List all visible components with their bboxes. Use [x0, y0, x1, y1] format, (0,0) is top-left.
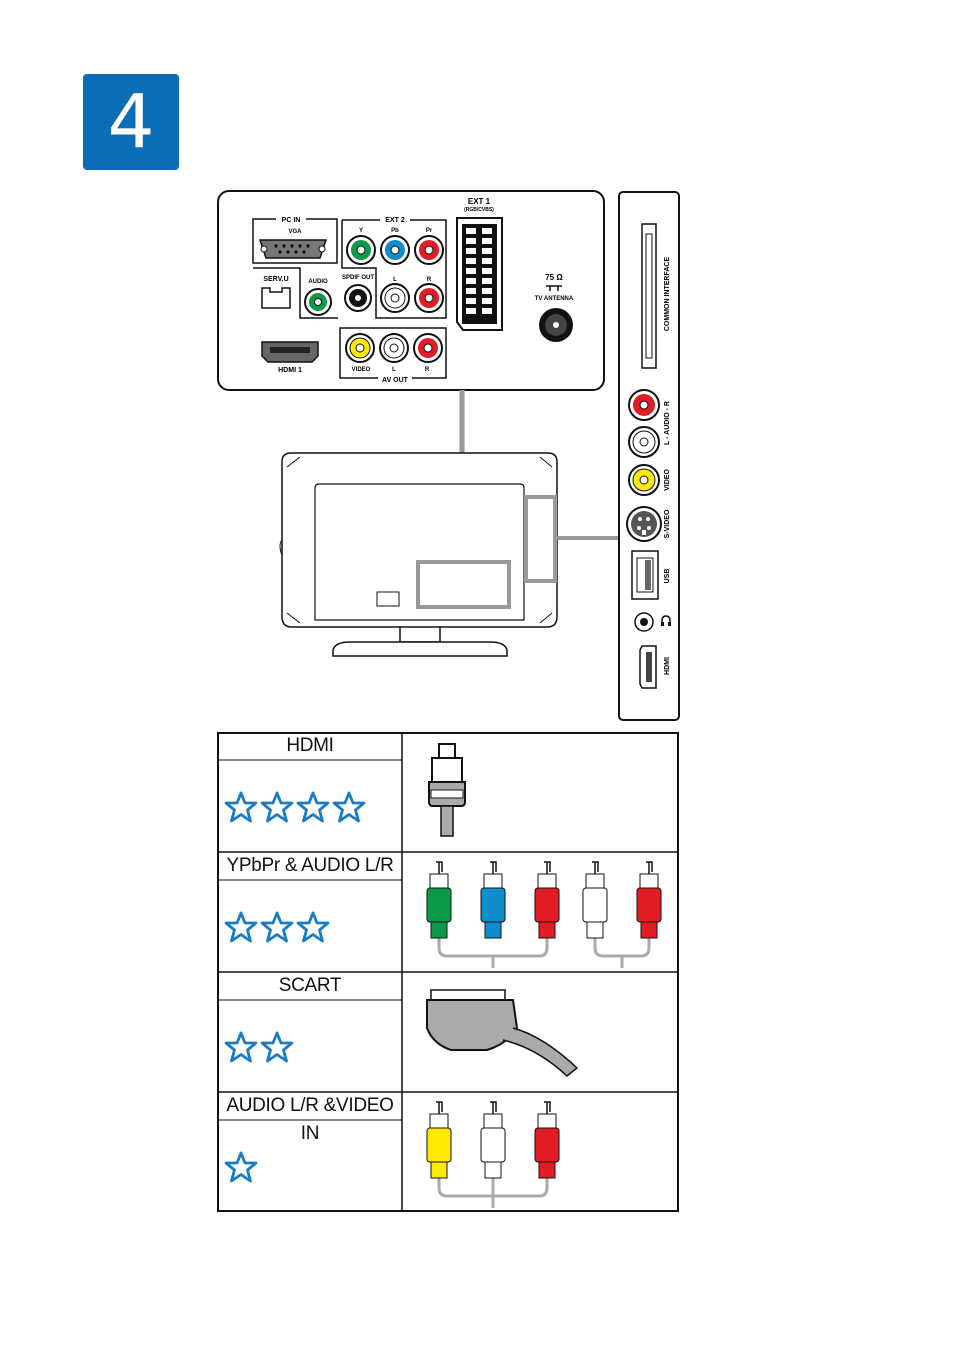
quality-rating: [223, 910, 331, 944]
pc-in-label: PC IN: [282, 217, 301, 224]
star-icon: [260, 911, 294, 943]
star-icon: [224, 1031, 258, 1063]
table-row: HDMI: [217, 732, 679, 852]
vga-label: VGA: [288, 229, 302, 235]
tv-antenna-label: TV ANTENNA: [535, 296, 574, 302]
quality-rating: [223, 790, 367, 824]
side-usb-label: USB: [664, 569, 671, 584]
av-out-r-jack: [413, 333, 443, 363]
spdif-out-label: SPDIF OUT: [342, 275, 374, 281]
side-s-video-label: S-VIDEO: [664, 509, 671, 538]
audio-label: AUDIO: [308, 279, 328, 285]
ext2-l-label: L: [393, 277, 397, 283]
composite-cables-image: [426, 1101, 560, 1208]
table-row: AUDIO L/R &VIDEO IN: [217, 1092, 679, 1212]
av-out-video-label: VIDEO: [352, 367, 371, 373]
side-video-label: VIDEO: [664, 469, 671, 491]
star-icon: [332, 791, 366, 823]
component-audio-cables-image: [426, 861, 662, 968]
side-video-jack: [628, 464, 660, 496]
table-row: YPbPr & AUDIO L/R: [217, 852, 679, 972]
av-out-l-jack: [379, 333, 409, 363]
serv-u-label: SERV.U: [263, 276, 288, 283]
ext2-y-label: Y: [359, 228, 363, 234]
antenna-ohm-label: 75 Ω: [545, 273, 563, 282]
side-audio-lr-label: L - AUDIO - R: [664, 401, 671, 445]
spdif-out-jack: [344, 284, 372, 312]
ext1-sub-label: (RGB/CVBS): [464, 207, 494, 213]
ext2-audio-r-jack: [414, 283, 444, 313]
hdmi-cable-image: [428, 743, 466, 837]
ext2-audio-l-jack: [380, 283, 410, 313]
connection-quality-table: HDMI YPbPr & AUDIO L/R SCART AUDIO L/R &…: [217, 732, 679, 1212]
vga-port: [258, 239, 328, 259]
side-hdmi-port: [639, 645, 657, 689]
star-icon: [260, 1031, 294, 1063]
quality-rating: [223, 1150, 259, 1184]
side-headphone-jack: [634, 612, 654, 632]
side-hdmi-label: HDMI: [664, 657, 671, 675]
audio-in-jack: [304, 288, 332, 316]
table-row: SCART: [217, 972, 679, 1092]
ext2-pr-label: Pr: [426, 228, 433, 234]
star-icon: [224, 1151, 258, 1183]
hdmi1-label: HDMI 1: [278, 367, 302, 374]
side-s-video-jack: [626, 506, 662, 542]
ext2-pb-label: Pb: [391, 228, 399, 234]
step-number-badge: 4: [83, 74, 179, 170]
common-interface-label: COMMON INTERFACE: [664, 257, 671, 332]
ext2-r-label: R: [427, 277, 432, 283]
star-icon: [224, 791, 258, 823]
connection-type-label: YPbPr & AUDIO L/R: [226, 855, 394, 876]
ext1-label: EXT 1: [468, 197, 491, 206]
side-usb-port: [631, 550, 659, 600]
star-icon: [296, 791, 330, 823]
ext2-pb-jack: [380, 235, 410, 265]
headphone-icon: [661, 615, 671, 626]
scart-cable-image: [426, 989, 579, 1077]
serv-u-port: [261, 287, 291, 309]
av-out-label: AV OUT: [382, 377, 409, 384]
quality-rating: [223, 1030, 295, 1064]
av-out-video-jack: [345, 333, 375, 363]
connection-type-label: SCART: [278, 975, 342, 996]
av-out-r-label: R: [425, 367, 430, 373]
av-out-l-label: L: [392, 367, 396, 373]
star-icon: [296, 911, 330, 943]
ext2-label: EXT 2: [385, 217, 405, 224]
ext2-y-jack: [346, 235, 376, 265]
connection-type-label: HDMI: [286, 735, 334, 756]
ext2-pr-jack: [414, 235, 444, 265]
side-audio-l-jack: [628, 426, 660, 458]
antenna-port: [539, 308, 573, 342]
side-audio-r-jack: [628, 389, 660, 421]
connection-type-label: AUDIO L/R &VIDEO IN: [226, 1095, 394, 1144]
common-interface-slot: [641, 223, 657, 369]
tv-back-illustration: [279, 452, 558, 657]
star-icon: [260, 791, 294, 823]
star-icon: [224, 911, 258, 943]
